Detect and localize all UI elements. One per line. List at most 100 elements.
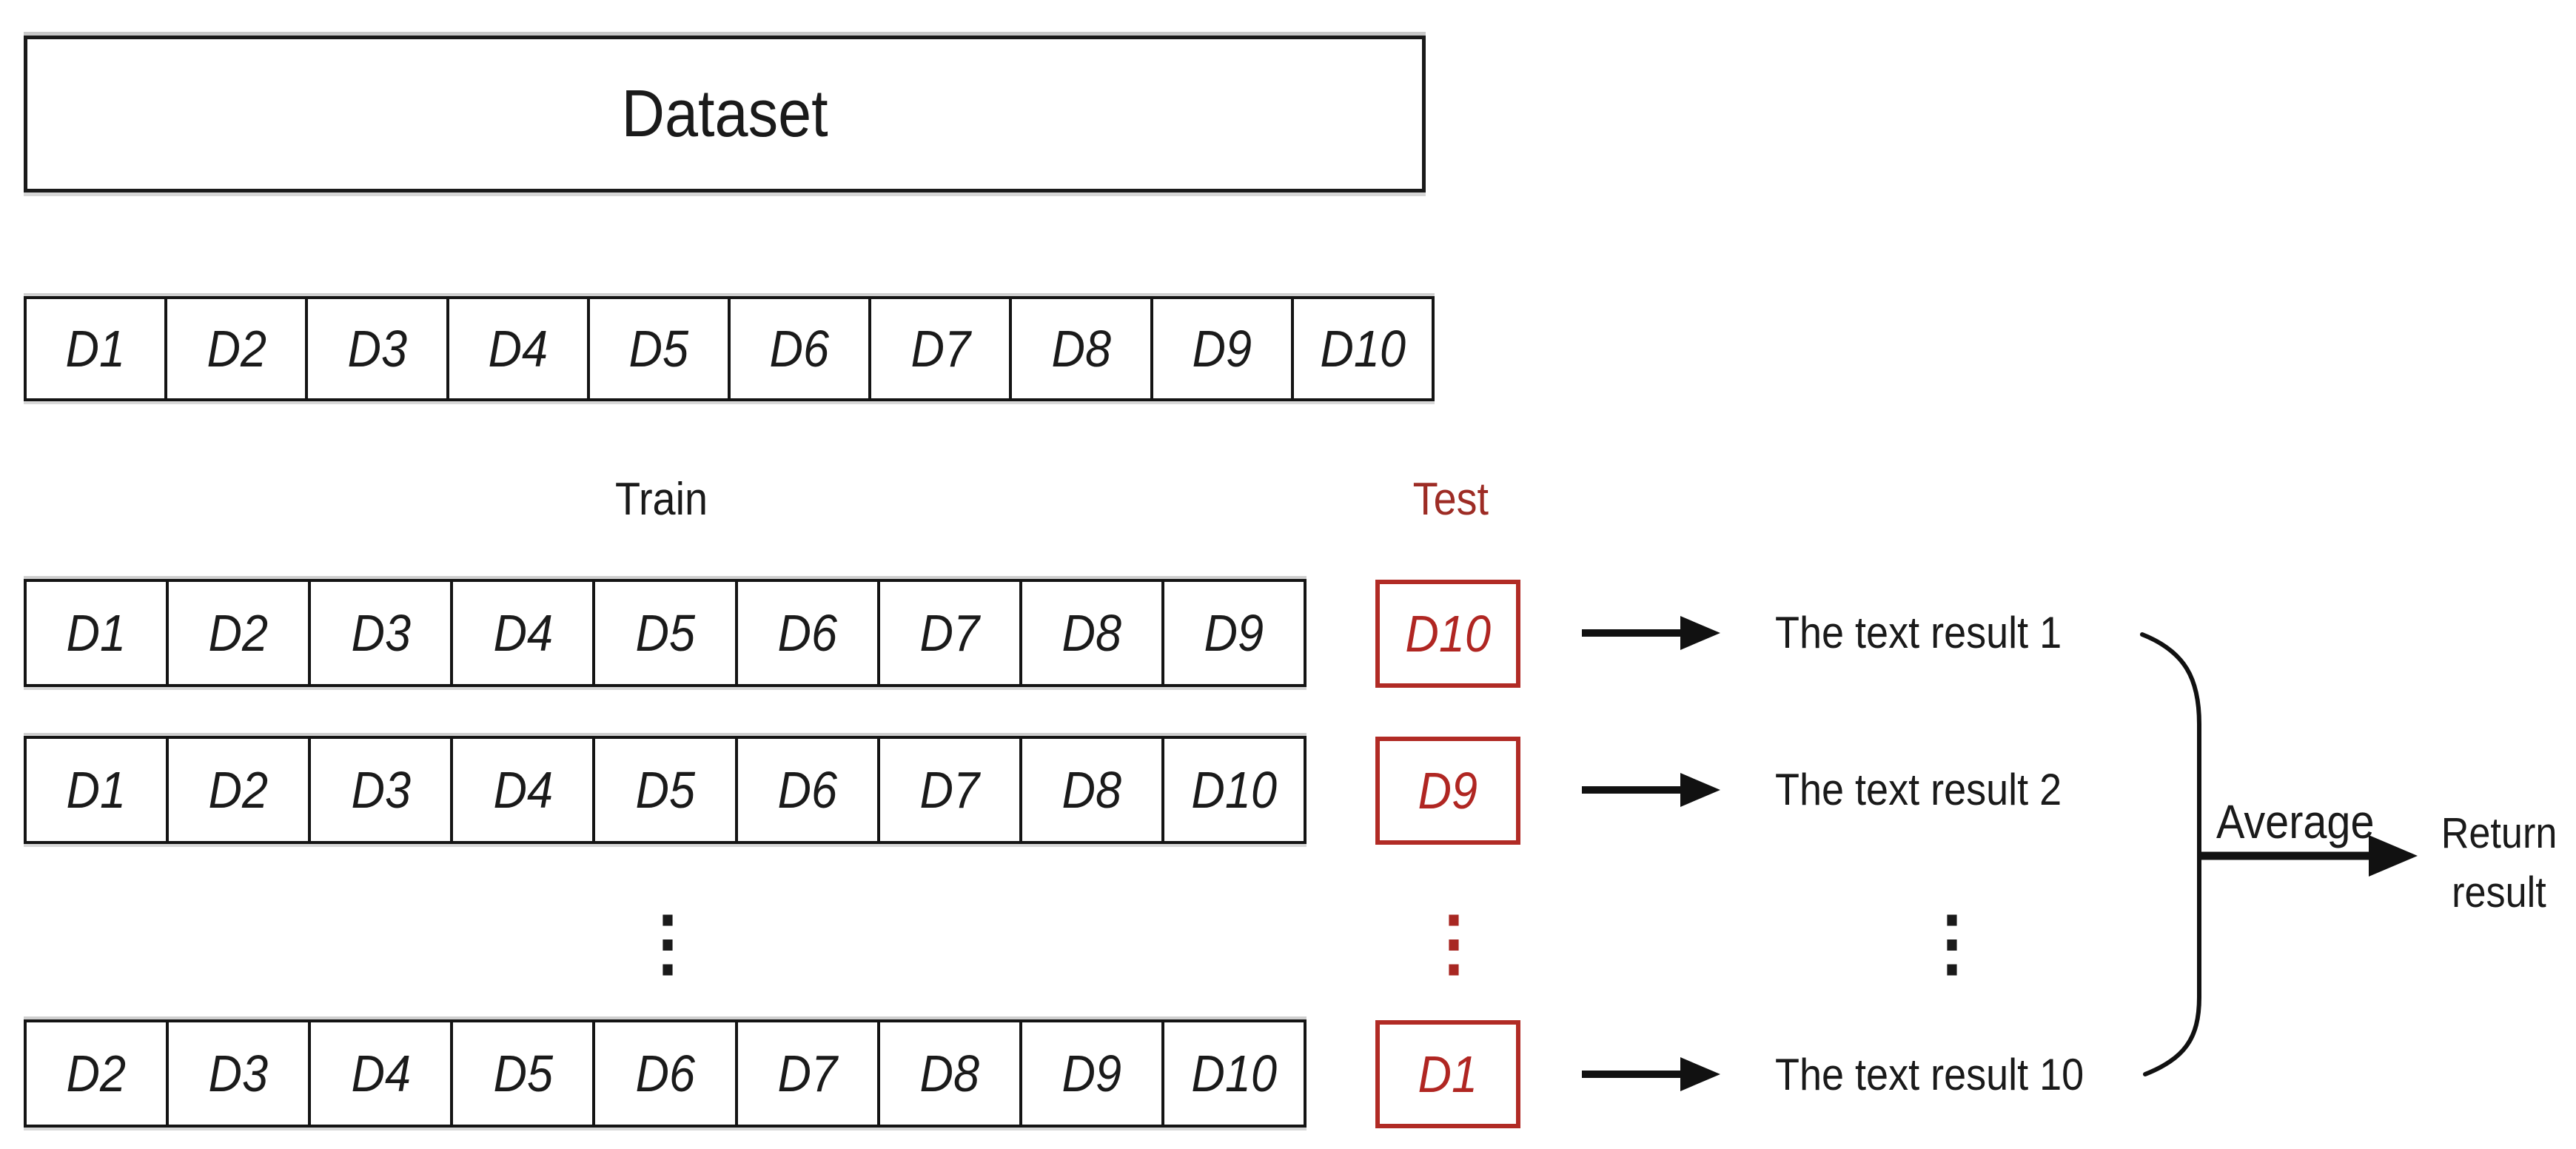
train-cell-label: D3 — [351, 761, 411, 819]
train-cell-label: D6 — [635, 1045, 695, 1102]
train-cell-label: D4 — [493, 604, 553, 662]
train-cell: D3 — [308, 736, 454, 844]
train-cell-label: D4 — [493, 761, 553, 819]
data-cell: D2 — [164, 296, 309, 401]
train-ellipsis: ⋮ — [631, 902, 704, 983]
train-cell: D1 — [24, 736, 170, 844]
return-result-line1: Return — [2422, 804, 2576, 863]
train-cell-label: D2 — [208, 761, 269, 819]
test-ellipsis: ⋮ — [1418, 902, 1490, 983]
test-column-label-text: Test — [1412, 474, 1489, 525]
test-column-label: Test — [1340, 475, 1562, 524]
fold-2-test-box: D9 — [1375, 737, 1520, 845]
train-cell-label: D10 — [1191, 1045, 1277, 1102]
data-cell: D6 — [728, 296, 872, 401]
train-cell: D2 — [166, 736, 312, 844]
train-cell: D6 — [734, 579, 880, 687]
data-cell: D5 — [586, 296, 731, 401]
collect-brace — [2140, 632, 2201, 1076]
fold-10-result-label: The text result 10 — [1775, 1041, 2190, 1109]
train-cell: D2 — [24, 1019, 170, 1128]
train-cell: D6 — [734, 736, 880, 844]
train-cell-label: D2 — [208, 604, 269, 662]
train-cell: D10 — [1161, 1019, 1307, 1128]
train-cell: D5 — [592, 579, 738, 687]
return-result-line1-text: Return — [2441, 809, 2557, 857]
train-cell: D8 — [1019, 579, 1164, 687]
train-cell: D10 — [1161, 736, 1307, 844]
test-box-label: D10 — [1405, 605, 1491, 663]
fold-10-result-text: The text result 10 — [1775, 1050, 2084, 1099]
fold-10-train-row: D2 D3 D4 D5 D6 D7 D8 D9 D10 — [24, 1019, 1307, 1128]
data-cell-label: D1 — [65, 320, 126, 378]
data-cell: D3 — [305, 296, 449, 401]
train-cell-label: D5 — [493, 1045, 553, 1102]
fold-1-train-row: D1 D2 D3 D4 D5 D6 D7 D8 D9 — [24, 579, 1307, 687]
train-cell-label: D5 — [635, 761, 695, 819]
average-label: Average — [2216, 797, 2453, 847]
data-cell-label: D5 — [628, 320, 689, 378]
train-cell-label: D7 — [919, 604, 979, 662]
dataset-label: Dataset — [621, 76, 828, 151]
train-cell: D8 — [876, 1019, 1022, 1128]
train-cell-label: D1 — [66, 604, 127, 662]
train-column-label-text: Train — [614, 474, 708, 525]
train-cell: D5 — [592, 736, 738, 844]
train-cell: D5 — [450, 1019, 596, 1128]
train-cell-label: D3 — [351, 604, 411, 662]
fold-1-result-label: The text result 1 — [1775, 599, 2190, 667]
train-cell: D6 — [592, 1019, 738, 1128]
train-cell-label: D8 — [1061, 604, 1122, 662]
train-cell-label: D2 — [66, 1045, 127, 1102]
data-cell: D10 — [1290, 296, 1435, 401]
train-cell-label: D4 — [351, 1045, 411, 1102]
train-cell-label: D9 — [1061, 1045, 1122, 1102]
train-cell: D7 — [876, 579, 1022, 687]
data-cell-label: D6 — [769, 320, 830, 378]
data-cell: D7 — [868, 296, 1013, 401]
fold-1-test-box: D10 — [1375, 580, 1520, 688]
train-cell: D4 — [308, 1019, 454, 1128]
data-cell-label: D8 — [1051, 320, 1111, 378]
train-cell-label: D6 — [777, 604, 837, 662]
fold-10-test-box: D1 — [1375, 1020, 1520, 1128]
data-cell: D1 — [24, 296, 168, 401]
train-cell-label: D6 — [777, 761, 837, 819]
data-cell-label: D9 — [1192, 320, 1252, 378]
return-result-label: Return result — [2422, 804, 2576, 922]
train-cell-label: D8 — [1061, 761, 1122, 819]
train-cell: D8 — [1019, 736, 1164, 844]
train-cell: D7 — [876, 736, 1022, 844]
data-cell: D4 — [446, 296, 590, 401]
test-box-label: D9 — [1418, 762, 1478, 820]
full-dataset-row: D1 D2 D3 D4 D5 D6 D7 D8 D9 D10 — [24, 296, 1435, 401]
train-cell: D3 — [308, 579, 454, 687]
train-cell: D4 — [450, 579, 596, 687]
train-cell: D7 — [734, 1019, 880, 1128]
fold-10-arrow — [1582, 1057, 1720, 1091]
train-cell-label: D7 — [777, 1045, 837, 1102]
train-cell-label: D8 — [919, 1045, 979, 1102]
fold-1-arrow — [1582, 616, 1720, 650]
train-cell: D4 — [450, 736, 596, 844]
result-ellipsis: ⋮ — [1916, 902, 1988, 983]
train-cell-label: D7 — [919, 761, 979, 819]
train-cell-label: D5 — [635, 604, 695, 662]
return-result-line2: result — [2422, 863, 2576, 922]
train-cell: D9 — [1019, 1019, 1164, 1128]
fold-2-result-label: The text result 2 — [1775, 756, 2190, 824]
train-cell: D3 — [166, 1019, 312, 1128]
train-column-label: Train — [550, 475, 772, 524]
data-cell-label: D7 — [910, 320, 970, 378]
data-cell-label: D10 — [1320, 320, 1406, 378]
fold-2-train-row: D1 D2 D3 D4 D5 D6 D7 D8 D10 — [24, 736, 1307, 844]
data-cell: D8 — [1009, 296, 1153, 401]
data-cell-label: D2 — [207, 320, 266, 378]
fold-2-arrow — [1582, 773, 1720, 807]
train-cell: D9 — [1161, 579, 1307, 687]
test-box-label: D1 — [1418, 1045, 1478, 1103]
data-cell-label: D4 — [488, 320, 548, 378]
train-cell-label: D3 — [208, 1045, 269, 1102]
train-cell-label: D1 — [66, 761, 127, 819]
